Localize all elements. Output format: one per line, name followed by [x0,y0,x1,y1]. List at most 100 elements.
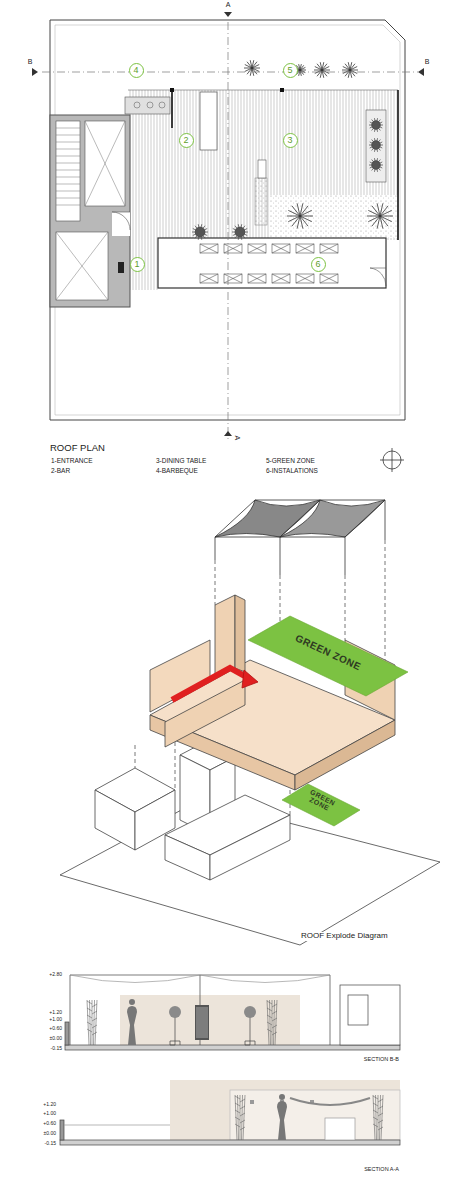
bamboo-plant-part [238,1095,239,1140]
bamboo-plant-part [235,1103,245,1109]
bamboo-plant-part [373,1110,383,1116]
illustration-part-part [56,205,80,206]
roof-plan-part-part [296,244,314,253]
legend-item: 5-GREEN ZONE [265,457,316,464]
roof-plan-part-part [374,138,376,145]
plan-title: ROOF PLAN [50,443,105,453]
roof-plan-part-part [193,232,200,235]
bamboo-plant-part [94,1000,95,1045]
roof-plan-part-part [376,162,382,165]
section-b-b [65,975,400,1050]
section-b-b-part [65,1045,400,1050]
explode-diagram-part-part [135,745,136,768]
roof-plan-part-part [224,244,242,253]
roof-plan-part-part [200,274,218,283]
illustration-part-part [56,156,80,157]
roof-plan-part-part [224,244,242,253]
section-b-b-part-part [205,1007,206,1038]
roof-plan-part [112,212,130,236]
roof-plan-part-part [300,216,313,217]
explode-diagram-part [215,500,385,537]
level-mark: +1.20 [42,1102,57,1108]
bamboo-plant-part [87,1015,97,1021]
bamboo-plant-part [267,1001,277,1007]
roof-plan-part [118,262,124,273]
callout-number: 2 [179,133,194,148]
zone-fill [282,784,360,826]
roof-plan-part [380,448,404,472]
roof-plan-part-part [200,274,218,283]
roof-plan-part-part [320,244,338,253]
roof-plan-part-part [374,118,376,125]
roof-plan-part-part [200,244,218,253]
roof-plan-part [134,102,140,108]
section-a-a-part [250,1100,254,1104]
bamboo-plant-part [380,1095,381,1140]
explode-diagram-part [172,668,248,700]
bamboo-plant-part [381,1095,383,1140]
roof-plan-part-part [200,229,207,232]
roof-plan [32,12,424,472]
roof-plan-part-part [377,203,380,216]
roof-plan-part-part [376,165,378,172]
roof-plan-part-part [272,244,290,253]
section-b-b-part [348,995,368,1025]
roof-plan-part-part [272,274,290,283]
roof-plan-part [50,115,130,307]
roof-plan-part-part [248,244,266,253]
section-b-b-part [170,1015,255,1045]
roof-plan-part-part [272,244,290,253]
bamboo-plant-part [267,1008,277,1014]
callout-text: 4 [133,66,138,75]
bamboo-plant-part [274,1000,275,1045]
roof-plan-part [270,195,398,238]
section-b-b-part-part [207,1007,208,1038]
level-mark: +1.20 [48,1010,63,1016]
level-mark: +1.00 [48,1017,63,1023]
level-mark: ±0.00 [43,1131,57,1137]
bamboo-plant-part [95,1000,97,1045]
bamboo-plant-part [87,1029,97,1035]
callout-text: 1 [134,260,139,269]
green-zone: GREEN ZONE [282,770,360,832]
level-mark: -0.15 [50,1046,63,1052]
roof-plan-part [56,121,80,221]
legend-item: 1-ENTRANCE [50,457,94,464]
roof-plan-part-part [248,244,266,253]
roof-plan-part-part [240,232,242,240]
bamboo-plant-part [242,1095,243,1140]
roof-plan-part [125,97,170,114]
roof-plan-part-part [198,224,200,232]
section-a-a-part [170,1080,400,1140]
section-b-b-part-part [201,1007,202,1038]
roof-plan-part-part [350,67,357,70]
bamboo-plant-part [87,1001,97,1007]
bamboo-plant-part [90,1000,91,1045]
roof-plan-part-part [320,62,322,70]
bamboo-plant-part [235,1117,245,1123]
green-zone: GREEN ZONE [248,608,408,698]
roof-plan-part-part [224,274,242,283]
explode-diagram-part [215,595,235,678]
roof-plan-part [366,110,386,182]
section-a-a [60,1080,400,1145]
roof-plan-part-part [248,274,266,283]
roof-plan-part-part [368,216,380,222]
explode-diagram-part-part [95,790,135,850]
callout-number: 3 [283,133,298,148]
explode-diagram-part [242,670,258,688]
roof-plan-part-part [322,70,324,78]
illustration-part-part [56,163,80,164]
section-b-b-part [197,1007,207,1038]
callout-text: 6 [315,260,320,269]
level-mark: +1.00 [42,1111,57,1117]
level-mark: +2.80 [48,972,63,978]
section-a-a-part [60,1140,400,1145]
roof-plan-part-part [370,145,376,148]
illustration-part-part [56,142,80,143]
explode-diagram-part-part [215,560,216,605]
roof-plan-part-part [228,22,229,440]
roof-plan-part [280,88,284,92]
section-a-a-part [64,1125,170,1126]
roof-plan-part [85,121,125,206]
